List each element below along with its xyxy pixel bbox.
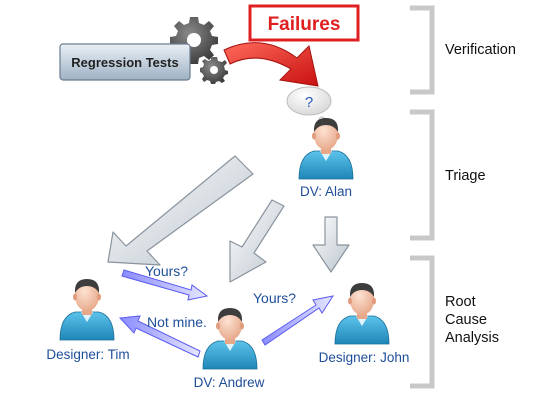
label-not-mine: Not mine. — [147, 314, 207, 330]
question-mark: ? — [305, 94, 313, 111]
label-alan: DV: Alan — [300, 184, 352, 199]
label-tim: Designer: Tim — [46, 347, 129, 362]
stage-triage-label: Triage — [445, 168, 486, 184]
gear-small-icon — [200, 57, 228, 84]
label-yours-tim: Yours? — [145, 263, 188, 279]
regression-tests-label: Regression Tests — [71, 55, 178, 70]
arrow-andrew-to-tim — [118, 315, 201, 358]
label-john: Designer: John — [319, 350, 410, 365]
person-john-icon — [334, 282, 390, 345]
triage-arrow-to-andrew — [229, 199, 285, 283]
failures-box: Failures — [248, 4, 360, 42]
failures-label: Failures — [268, 14, 341, 35]
person-alan-icon — [298, 117, 354, 180]
label-andrew: DV: Andrew — [194, 375, 265, 390]
triage-arrow-to-john — [312, 216, 350, 273]
person-andrew-icon — [202, 307, 258, 370]
label-yours-john: Yours? — [253, 290, 296, 306]
failures-arrow — [223, 42, 319, 87]
person-tim-icon — [59, 278, 115, 341]
stage-verification-label: Verification — [445, 42, 516, 58]
stage-rca-line-2: Cause — [445, 312, 487, 328]
arrow-tim-to-andrew — [121, 269, 209, 301]
bracket-root-cause-analysis — [410, 255, 435, 389]
bracket-triage — [410, 109, 435, 241]
stage-rca-line-1: Root — [445, 294, 476, 310]
bracket-verification — [410, 5, 435, 95]
arrow-andrew-to-john — [261, 295, 335, 346]
triage-arrow-to-tim — [107, 155, 254, 266]
stage-rca-line-3: Analysis — [445, 330, 499, 346]
regression-tests-box: Regression Tests — [59, 43, 191, 81]
